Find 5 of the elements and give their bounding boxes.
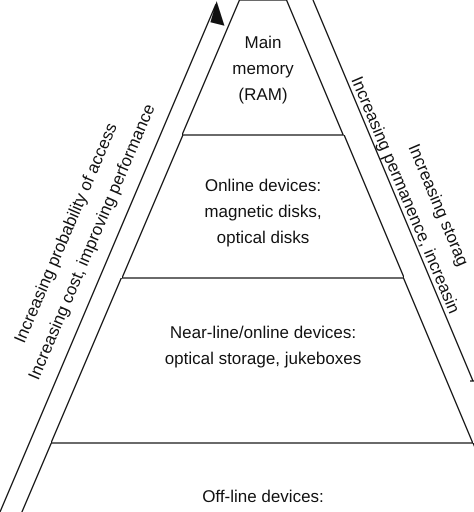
tier-label: Main memory (RAM) xyxy=(231,32,295,106)
tier-label: Near-line/online devices: optical storage, jukeboxes xyxy=(164,322,362,370)
tier-label: Online devices: magnetic disks, optical disks xyxy=(203,175,323,249)
pyramid-tier xyxy=(182,0,344,135)
tier-label: Off-line devices: xyxy=(201,486,325,508)
